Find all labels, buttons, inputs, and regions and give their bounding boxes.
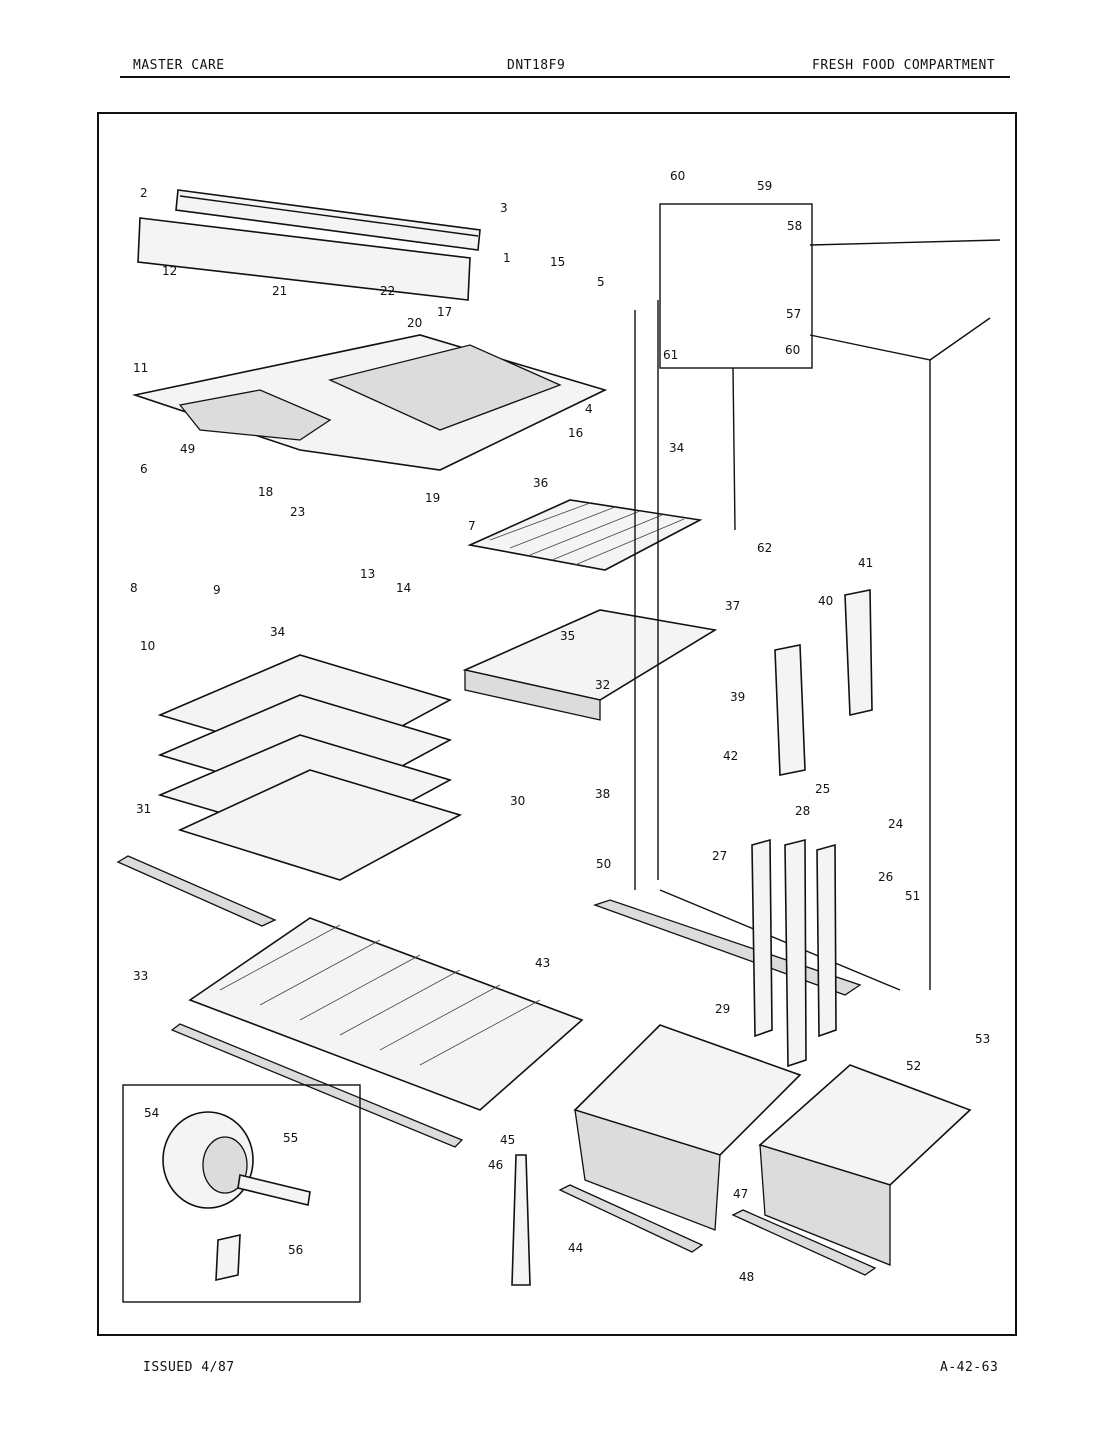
part-label: 22: [380, 284, 395, 298]
part-label: 35: [560, 629, 575, 643]
part-label: 61: [663, 348, 678, 362]
part-label: 31: [136, 802, 151, 816]
footer-issued-date: ISSUED 4/87: [143, 1360, 235, 1375]
header-section-title: FRESH FOOD COMPARTMENT: [812, 58, 996, 73]
part-label: 58: [787, 219, 802, 233]
part-label: 21: [272, 284, 287, 298]
part-label: 38: [595, 787, 610, 801]
duct-leader: [732, 367, 736, 531]
part-label: 11: [133, 361, 148, 375]
header-model-number: DNT18F9: [507, 58, 566, 73]
part-label: 2: [140, 186, 148, 200]
part-label: 55: [283, 1131, 298, 1145]
part-label: 3: [500, 201, 508, 215]
part-label: 13: [360, 567, 375, 581]
part-label: 62: [757, 541, 772, 555]
part-label: 16: [568, 426, 583, 440]
part-label: 43: [535, 956, 550, 970]
control-housing: [131, 334, 608, 471]
part-label: 27: [712, 849, 727, 863]
part-label: 4: [585, 402, 593, 416]
part-label: 59: [757, 179, 772, 193]
part-label: 15: [550, 255, 565, 269]
header-rule: [120, 76, 1010, 78]
part-label: 26: [878, 870, 893, 884]
part-label: 1: [503, 251, 511, 265]
crisper-drawers: [573, 1024, 972, 1266]
footer-drawing-code: A-42-63: [940, 1360, 999, 1375]
part-label: 34: [270, 625, 285, 639]
part-label: 18: [258, 485, 273, 499]
part-label: 45: [500, 1133, 515, 1147]
part-label: 7: [468, 519, 476, 533]
part-label: 53: [975, 1032, 990, 1046]
top-trim-rail: [137, 189, 481, 301]
part-label: 19: [425, 491, 440, 505]
shelf-upper: [467, 499, 703, 571]
part-label: 14: [396, 581, 411, 595]
air-duct-inset: [659, 203, 813, 369]
part-label: 6: [140, 462, 148, 476]
part-label: 25: [815, 782, 830, 796]
diagram-frame: [97, 112, 1017, 1336]
part-label: 32: [595, 678, 610, 692]
part-label: 51: [905, 889, 920, 903]
shelf-bracket: [774, 644, 806, 776]
part-label: 44: [568, 1241, 583, 1255]
part-label: 60: [785, 343, 800, 357]
part-label: 8: [130, 581, 138, 595]
part-label: 28: [795, 804, 810, 818]
part-label: 40: [818, 594, 833, 608]
header-model-brand: MASTER CARE: [133, 58, 225, 73]
crisper-runner-left: [558, 1184, 704, 1253]
meat-pan: [462, 609, 718, 721]
roller-wheel: [162, 1111, 311, 1282]
spreader-bar: [511, 1154, 531, 1286]
part-label: 46: [488, 1158, 503, 1172]
part-label: 47: [733, 1187, 748, 1201]
wire-shelves: [157, 654, 463, 881]
part-label: 20: [407, 316, 422, 330]
shelf-trim: [116, 855, 277, 927]
part-label: 56: [288, 1243, 303, 1257]
part-label: 42: [723, 749, 738, 763]
part-label: 37: [725, 599, 740, 613]
part-label: 33: [133, 969, 148, 983]
part-label: 24: [888, 817, 903, 831]
part-label: 36: [533, 476, 548, 490]
part-label: 9: [213, 583, 221, 597]
shelf-ladders: [751, 838, 837, 1068]
cantilever-bracket: [844, 589, 873, 716]
part-label: 5: [597, 275, 605, 289]
crisper-runner-right: [731, 1209, 877, 1276]
part-label: 10: [140, 639, 155, 653]
part-label: 52: [906, 1059, 921, 1073]
part-label: 60: [670, 169, 685, 183]
part-label: 54: [144, 1106, 159, 1120]
part-label: 17: [437, 305, 452, 319]
part-label: 29: [715, 1002, 730, 1016]
crisper-cover-shelf: [170, 917, 584, 1148]
part-label: 23: [290, 505, 305, 519]
part-label: 39: [730, 690, 745, 704]
part-label: 48: [739, 1270, 754, 1284]
part-label: 49: [180, 442, 195, 456]
part-label: 30: [510, 794, 525, 808]
part-label: 12: [162, 264, 177, 278]
part-label: 50: [596, 857, 611, 871]
roller-inset-box: [122, 1084, 361, 1303]
part-label: 57: [786, 307, 801, 321]
part-label: 34: [669, 441, 684, 455]
part-label: 41: [858, 556, 873, 570]
